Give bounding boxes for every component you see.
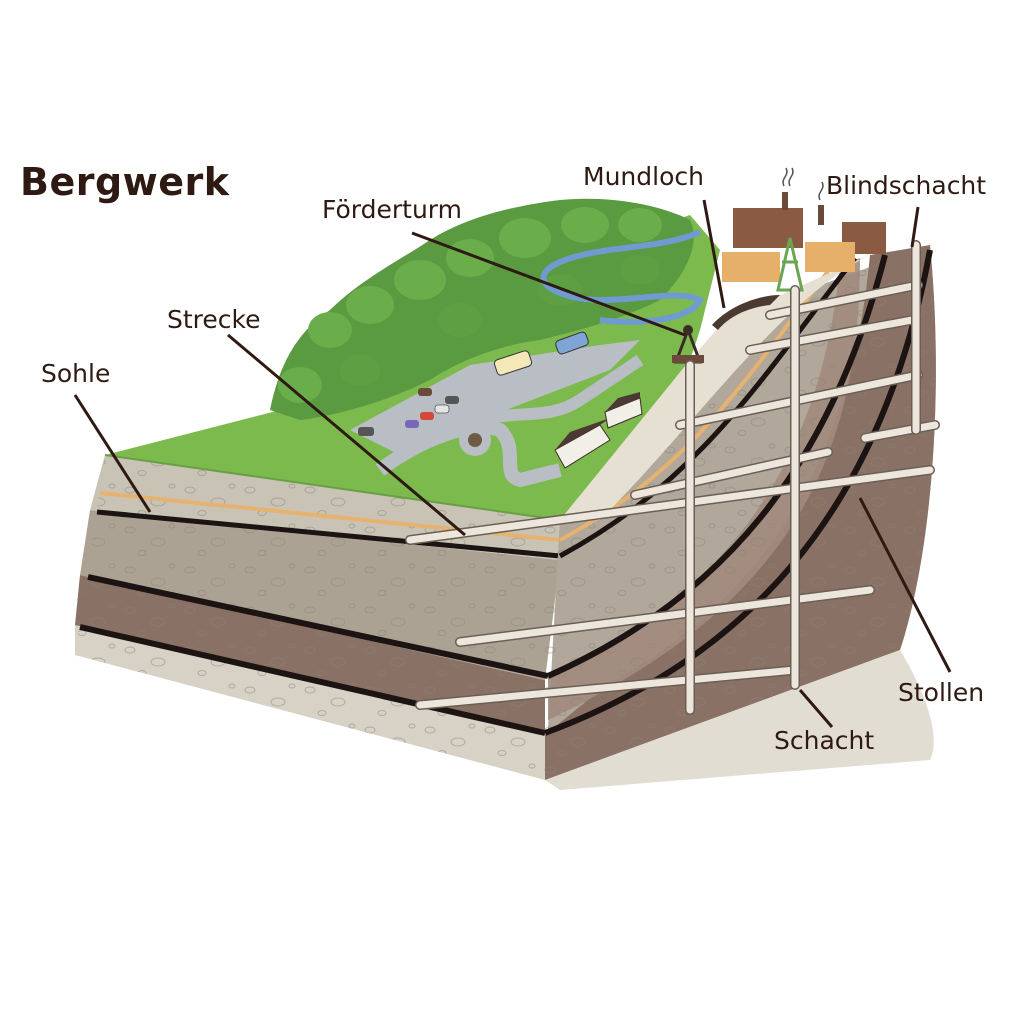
car-icon [445, 396, 459, 404]
tunnels [405, 280, 940, 710]
bus-icon [493, 350, 533, 376]
side-bottom-light [545, 650, 934, 790]
car-icon [420, 412, 434, 420]
diagram-title: Bergwerk [20, 160, 230, 204]
tree-icon [346, 286, 394, 324]
label-schacht: Schacht [774, 726, 875, 755]
leader-mundloch [702, 199, 726, 309]
roundabout-center [468, 433, 482, 447]
road [375, 420, 562, 488]
exposed-slope [560, 255, 870, 520]
tree-icon [618, 208, 662, 242]
car-icon [358, 427, 374, 436]
smoke-icon [818, 181, 824, 201]
leader-stollen [858, 497, 952, 673]
leader-foerderturm [411, 231, 686, 337]
house-roof [605, 392, 640, 412]
car-icon [405, 420, 419, 428]
coal-seam-2 [87, 574, 549, 679]
chimney [818, 205, 824, 225]
label-sohle: Sohle [41, 359, 111, 388]
chimney [782, 192, 788, 210]
house-icon [554, 424, 611, 469]
leader-lines [73, 199, 952, 728]
surface [104, 167, 886, 521]
tunnel-stollen [406, 466, 934, 544]
side-seam-2 [546, 254, 888, 679]
smoke-icon [788, 167, 794, 187]
surface-edge [104, 454, 561, 521]
car-icon [434, 404, 450, 414]
tree-icon [278, 367, 322, 403]
tunnel-stollen [456, 586, 874, 646]
roads [350, 340, 644, 488]
tree-icon [499, 218, 551, 258]
label-stollen: Stollen [898, 678, 985, 707]
factory-icon [722, 252, 780, 282]
tree-icon [446, 239, 494, 277]
leader-blindschacht [910, 206, 920, 248]
houses [554, 392, 643, 469]
tree-icon [340, 354, 380, 386]
tunnel-stollen [746, 316, 916, 354]
shafts [685, 240, 921, 715]
factory-icon [733, 208, 803, 248]
parking-lot [350, 340, 640, 455]
smoke-icon [782, 167, 788, 187]
house-roof [555, 418, 610, 450]
label-strecke: Strecke [167, 305, 261, 334]
car-icon [418, 388, 432, 396]
tree-icon [620, 255, 660, 285]
coal-seam-3 [79, 624, 546, 736]
coal-seam-1 [96, 509, 561, 559]
bus-icon [555, 331, 589, 355]
leader-strecke [227, 333, 466, 537]
tunnel-stollen [861, 421, 939, 442]
side-strata [543, 245, 936, 790]
vehicles [358, 331, 589, 436]
tree-icon [394, 260, 446, 300]
tree-icon [561, 207, 609, 243]
label-mundloch: Mundloch [583, 162, 704, 191]
leader-sohle [73, 394, 152, 513]
factory-icon [805, 242, 855, 272]
adit-mouth [712, 295, 780, 330]
label-foerderturm: Förderturm [322, 195, 462, 224]
tree-icon [308, 312, 352, 348]
tunnel-stollen [416, 666, 799, 709]
road-2 [478, 355, 644, 426]
leader-schacht [798, 689, 834, 728]
tree-icon [438, 303, 482, 337]
label-blindschacht: Blindschacht [826, 171, 987, 200]
side-face-texture [545, 245, 936, 780]
